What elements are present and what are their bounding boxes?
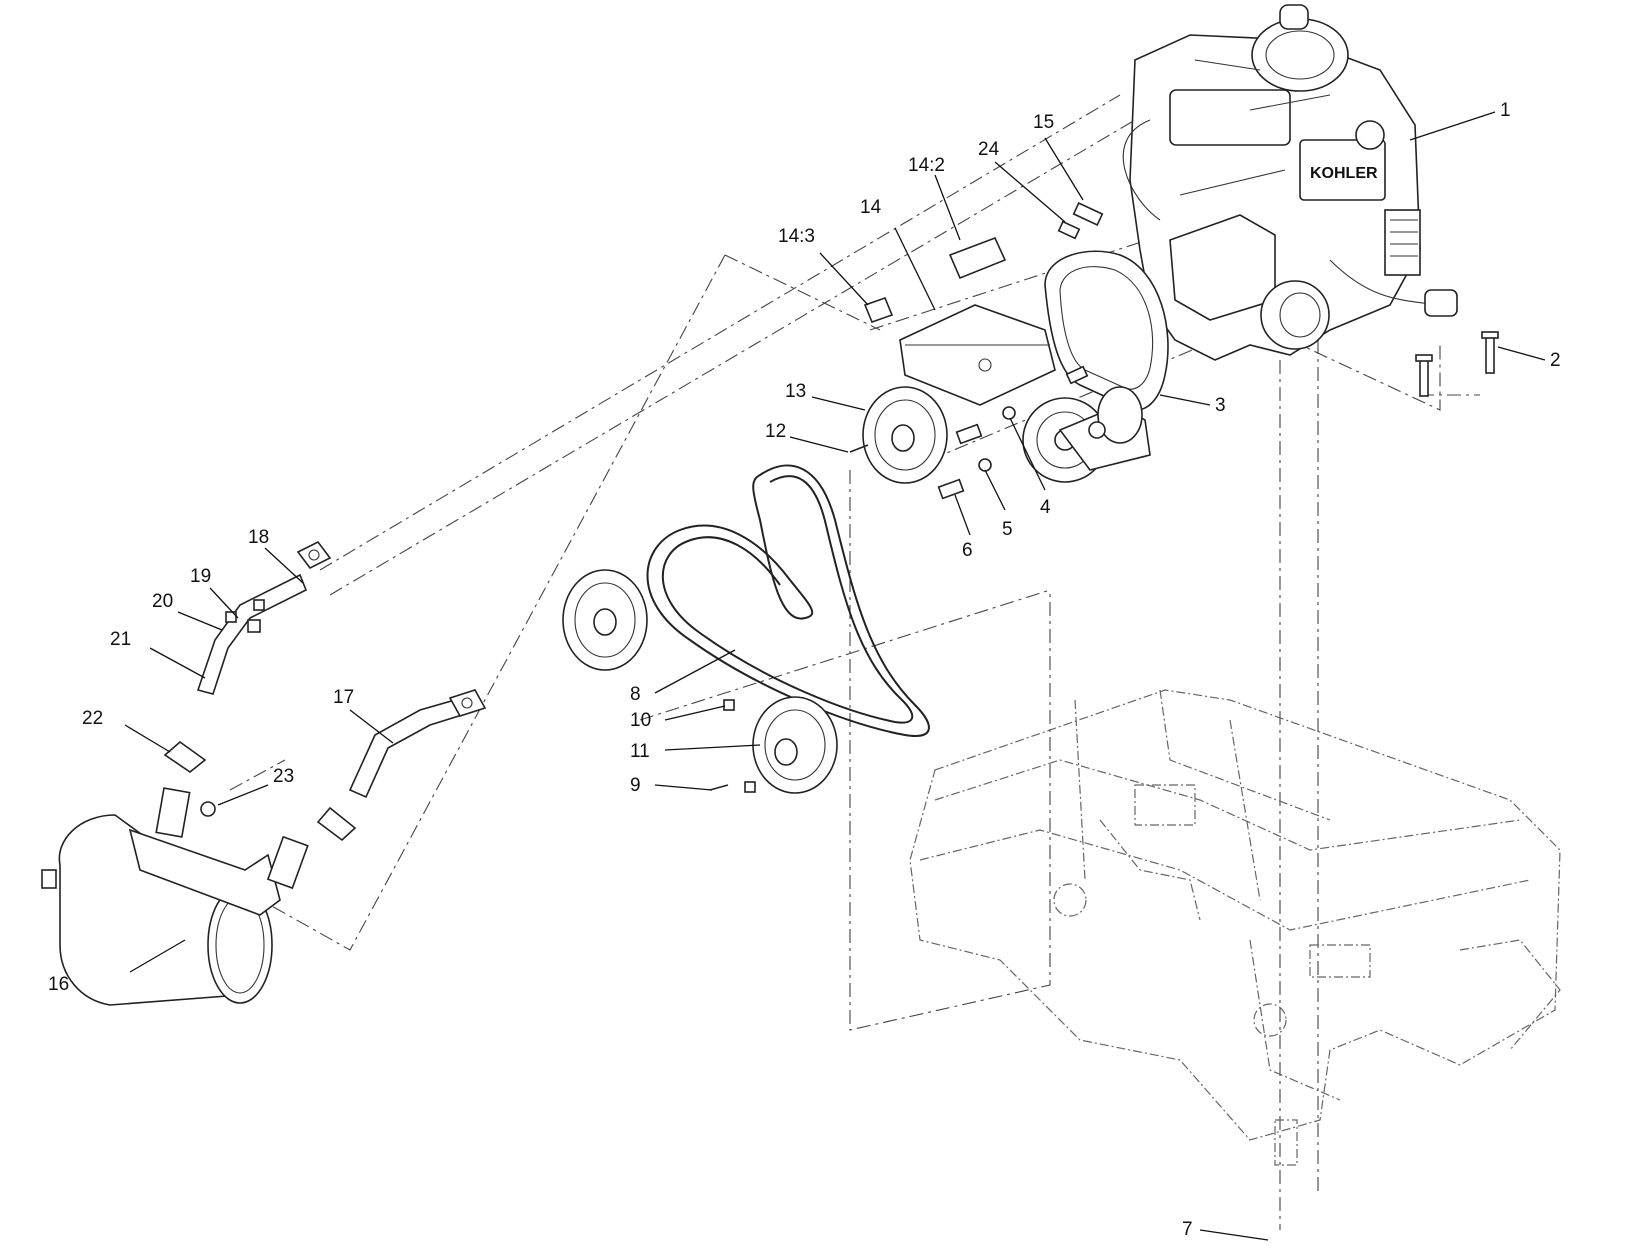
hardware-bolts-washers: [937, 365, 1089, 500]
callout-13: 13: [785, 381, 806, 402]
left-pulley: [562, 569, 648, 671]
callout-22: 22: [82, 708, 103, 729]
callout-23: 23: [273, 766, 294, 787]
callout-10: 10: [630, 710, 651, 731]
callout-1: 1: [1500, 100, 1511, 121]
callout-20: 20: [152, 591, 173, 612]
upper-pulley: [849, 386, 948, 484]
callout-5: 5: [1002, 519, 1013, 540]
decal-14-3: [863, 296, 894, 324]
callout-3: 3: [1215, 395, 1226, 416]
callout-14: 14: [860, 197, 882, 218]
callout-11: 11: [630, 741, 650, 762]
engine: KOHLER: [1122, 4, 1458, 361]
callout-4: 4: [1040, 497, 1051, 518]
callout-24: 24: [978, 139, 1000, 160]
idler-pulley-assembly: [1022, 386, 1151, 483]
callout-12: 12: [765, 421, 786, 442]
chassis-frame: [909, 689, 1561, 1166]
decal-14-2: [948, 236, 1007, 280]
engine-logo: KOHLER: [1310, 165, 1378, 182]
callout-2: 2: [1550, 350, 1561, 371]
callout-14-2: 14:2: [908, 155, 945, 176]
exhaust-components: [163, 540, 487, 842]
callout-18: 18: [248, 527, 269, 548]
callout-21: 21: [110, 629, 131, 650]
muffler: [41, 787, 309, 1006]
callout-19: 19: [190, 566, 211, 587]
callout-17: 17: [333, 687, 354, 708]
callout-8: 8: [630, 684, 641, 705]
mounting-bracket: [863, 236, 1056, 406]
drive-belt: [646, 464, 930, 737]
callout-7: 7: [1182, 1219, 1193, 1240]
engine-fittings: [1057, 202, 1104, 240]
callout-labels: 1 2 3 4 5 6 7 8 9 10 11 12 13 14 14:2 14…: [48, 100, 1561, 1240]
callout-16: 16: [48, 974, 69, 995]
leader-lines: [124, 111, 1546, 1241]
callout-14-3: 14:3: [778, 226, 815, 247]
lower-pulley: [709, 696, 838, 794]
callout-15: 15: [1033, 112, 1054, 133]
callout-9: 9: [630, 775, 641, 796]
callout-6: 6: [962, 540, 973, 561]
engine-mount-bolts: [1415, 331, 1499, 397]
